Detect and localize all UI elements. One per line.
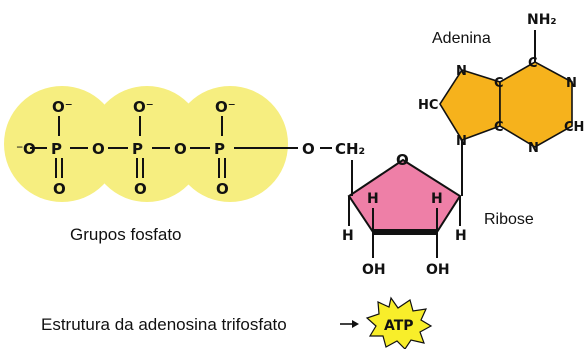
- phosphate-groups-label: Grupos fosfato: [70, 225, 182, 244]
- terminal-charge: ⁻: [16, 142, 23, 158]
- atom-o-bridge-2: O: [174, 140, 187, 158]
- atom-ch2: CH₂: [335, 140, 365, 158]
- atom-p-1: P: [51, 140, 62, 158]
- atom-ch2-ring: CH: [564, 120, 584, 135]
- atom-n9: N: [456, 134, 467, 149]
- atom-o-minus-3: O⁻: [215, 98, 236, 116]
- atp-badge-text: ATP: [384, 318, 414, 334]
- atom-o-ester: O: [302, 140, 315, 158]
- atom-o-double-1: O: [53, 180, 66, 198]
- atp-badge: ATP: [365, 296, 433, 349]
- atom-o-minus-2: O⁻: [133, 98, 154, 116]
- atom-p-3: P: [214, 140, 225, 158]
- atom-p-2: P: [132, 140, 143, 158]
- phosphate-atoms: ⁻ O P O P O P O O⁻ O⁻ O⁻ O O O: [16, 98, 315, 198]
- phosphate-glow-2: [89, 86, 205, 202]
- ribose-bonds: [348, 30, 536, 258]
- atom-h-c1: H: [342, 228, 354, 244]
- atom-hc8: HC: [418, 98, 438, 113]
- phosphate-glow-3: [172, 86, 288, 202]
- ribose-ring: [347, 158, 462, 233]
- adenine-rings: [439, 61, 573, 148]
- adenine-atoms: NH₂ C N C N HC C CH N N: [418, 12, 584, 156]
- atom-o-double-2: O: [134, 180, 147, 198]
- atom-o-ring: O: [396, 151, 409, 169]
- ribose-label: Ribose: [484, 211, 534, 228]
- atom-h-c4: H: [455, 228, 467, 244]
- atom-c5: C: [494, 76, 504, 91]
- adenine-five-ring: [439, 69, 501, 141]
- atom-c4: C: [494, 120, 504, 135]
- atom-n3: N: [528, 141, 539, 156]
- caption-arrowhead: [352, 320, 359, 328]
- phosphate-highlight: [4, 86, 288, 202]
- adenine-six-ring: [499, 61, 573, 148]
- ribose-atoms: CH₂ O H H H H OH OH: [335, 140, 467, 278]
- adenine-label: Adenina: [432, 30, 491, 47]
- atom-oh-2: OH: [426, 262, 450, 278]
- atom-c6: C: [528, 56, 538, 71]
- atom-h-c3: H: [431, 191, 443, 207]
- phosphate-bonds: [30, 116, 332, 178]
- atom-o-terminal: O: [23, 140, 36, 158]
- atom-h-c2: H: [367, 191, 379, 207]
- atom-o-bridge-1: O: [92, 140, 105, 158]
- atom-n7: N: [456, 64, 467, 79]
- atp-starburst-shape: [365, 296, 433, 349]
- caption: Estrutura da adenosina trifosfato: [41, 315, 287, 334]
- phosphate-glow-1: [4, 86, 120, 202]
- atom-nh2: NH₂: [527, 12, 557, 28]
- atom-n1: N: [566, 76, 577, 91]
- atom-o-double-3: O: [216, 180, 229, 198]
- atom-o-minus-1: O⁻: [52, 98, 73, 116]
- atom-oh-1: OH: [362, 262, 386, 278]
